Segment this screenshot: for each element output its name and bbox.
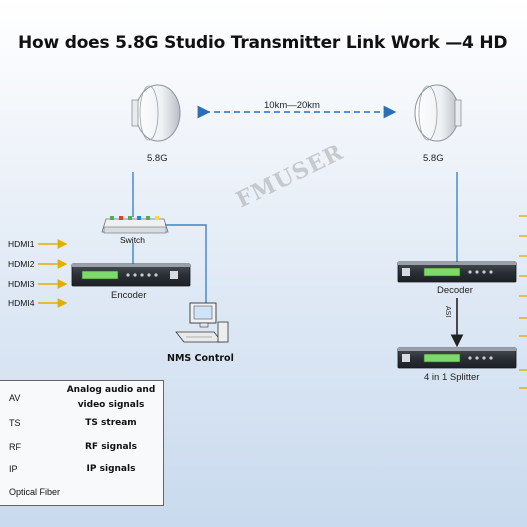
nms-control-label: NMS Control [167,353,234,364]
switch-icon [101,216,169,234]
legend-fiber-code: Optical Fiber [8,487,62,497]
diagram-title: How does 5.8G Studio Transmitter Link Wo… [18,33,508,53]
legend-ts-desc: TS stream [85,418,137,428]
switch-nms-link [165,224,207,305]
legend-ts-code: TS [8,418,22,428]
decoder-device-icon [397,261,517,283]
encoder-label: Encoder [111,290,147,301]
decoder-label: Decoder [437,285,473,296]
legend-box [0,380,164,506]
encoder-device-icon [71,263,191,287]
legend-av-desc-2: video signals [77,400,145,410]
legend-rf-desc: RF signals [84,442,138,452]
splitter-label: 4 in 1 Splitter [424,372,480,383]
output-arrow-stubs [519,215,527,389]
link-distance-label: 10km—20km [264,100,320,111]
legend-ip-desc: IP signals [86,464,136,474]
hdmi-input-1-label: HDMI1 [8,239,35,249]
right-antenna-icon [414,84,462,142]
splitter-device-icon [397,347,517,369]
legend-av-code: AV [8,393,22,403]
left-antenna-icon [131,84,181,142]
asi-label: ASI [444,306,451,318]
right-antenna-label: 5.8G [423,153,444,164]
legend-av-desc-1: Analog audio and [66,385,156,395]
hdmi-input-arrows [38,239,68,308]
nms-computer-icon [175,302,229,343]
hdmi-input-3-label: HDMI3 [8,279,35,289]
hdmi-input-4-label: HDMI4 [8,298,35,308]
hdmi-input-2-label: HDMI2 [8,259,35,269]
legend-rf-code: RF [8,442,22,452]
left-antenna-label: 5.8G [147,153,168,164]
legend-ip-code: IP [8,464,19,474]
switch-label: Switch [120,235,146,245]
